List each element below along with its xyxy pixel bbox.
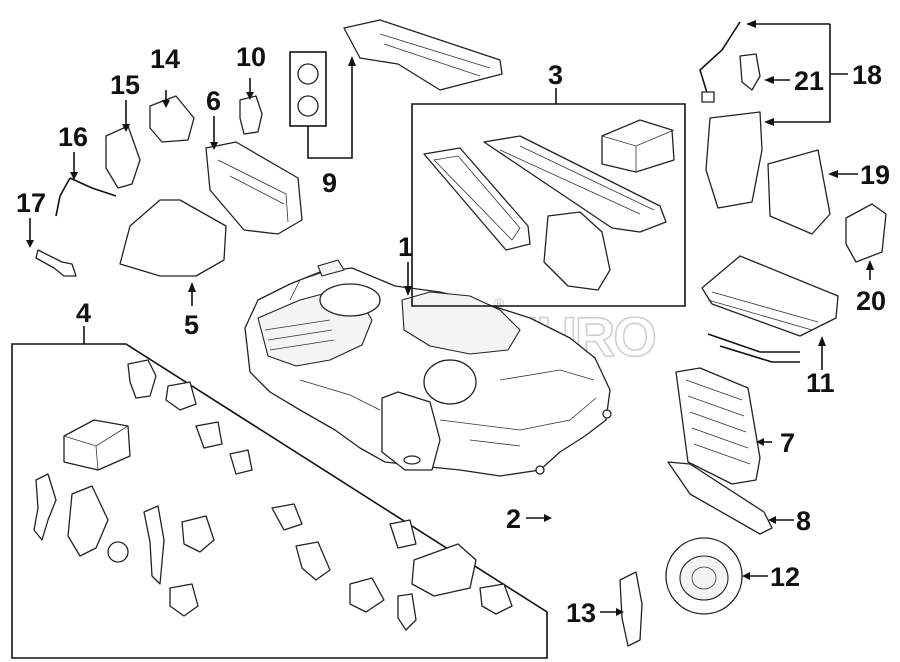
- callout-6: 6: [206, 86, 221, 116]
- part-3-group: [411, 103, 686, 307]
- part-13-resistor[interactable]: [619, 571, 643, 647]
- part-20-bracket[interactable]: [845, 203, 887, 263]
- callout-7: 7: [780, 428, 795, 458]
- callout-16: 16: [58, 122, 88, 152]
- callout-15: 15: [110, 70, 140, 100]
- leader-lines: [26, 20, 874, 616]
- registered-mark: ®: [494, 295, 505, 311]
- callout-13: 13: [566, 598, 596, 628]
- part-16-sensor[interactable]: [55, 177, 117, 217]
- part-17-sensor[interactable]: [35, 249, 77, 277]
- callout-21: 21: [794, 66, 824, 96]
- callout-2: 2: [506, 504, 521, 534]
- evaporator-core[interactable]: [343, 19, 503, 91]
- callout-9: 9: [322, 168, 337, 198]
- part-8-seal[interactable]: [667, 461, 773, 535]
- callout-4: 4: [76, 298, 91, 328]
- callout-18: 18: [852, 60, 882, 90]
- part-21-sensor[interactable]: [739, 53, 761, 91]
- callout-14: 14: [150, 44, 180, 74]
- callout-5: 5: [184, 310, 199, 340]
- callout-17: 17: [16, 188, 46, 218]
- part-10-valve[interactable]: [239, 95, 263, 135]
- callout-12: 12: [770, 562, 800, 592]
- callout-20: 20: [856, 286, 886, 316]
- callout-10: 10: [236, 42, 266, 72]
- part-11-heater-core[interactable]: [701, 255, 839, 337]
- callout-8: 8: [796, 506, 811, 536]
- callout-19: 19: [860, 160, 890, 190]
- callout-11: 11: [806, 368, 835, 398]
- hvac-housing-part[interactable]: [244, 259, 612, 477]
- part-19-module[interactable]: [705, 111, 763, 209]
- part-15-actuator[interactable]: [105, 125, 141, 189]
- part-14-actuator[interactable]: [149, 95, 195, 143]
- part-9-orings[interactable]: [289, 51, 327, 127]
- callout-numbers: 1 2 3 4 5 6 7 8 9 10 11 12 13 14 15 16 1…: [16, 42, 890, 628]
- part-7-filter[interactable]: [675, 367, 761, 485]
- part-5-cover[interactable]: [119, 199, 227, 277]
- part-18-sensor-wire[interactable]: [699, 21, 741, 97]
- callout-3: 3: [548, 60, 563, 90]
- part-12-blower[interactable]: [665, 537, 743, 615]
- part-4-group: [11, 343, 548, 659]
- callout-1: 1: [398, 232, 413, 262]
